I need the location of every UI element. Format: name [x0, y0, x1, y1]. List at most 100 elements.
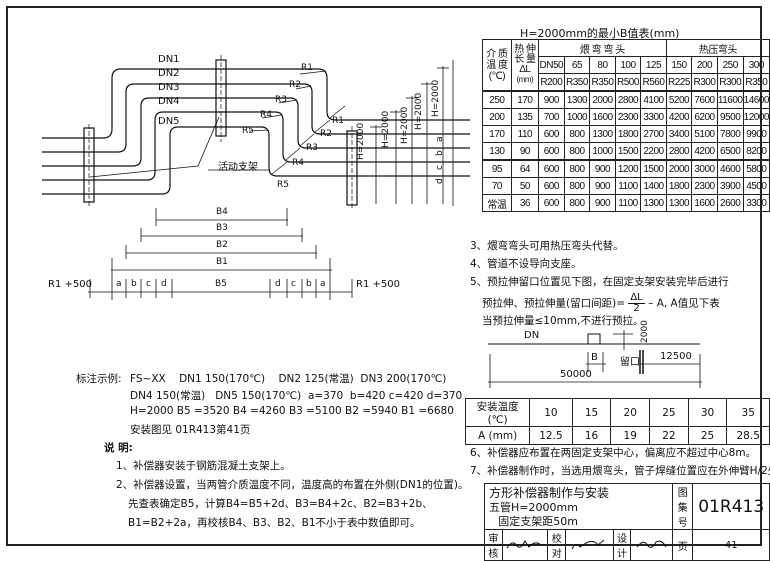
radius-header-cell: R350 [742, 73, 770, 92]
radius-header-cell: R300 [716, 73, 744, 92]
b-value-cell: 2300 [691, 177, 718, 195]
b-dimensions [88, 208, 353, 300]
temp-cell: 常温 [482, 194, 512, 212]
radius-header-cell: R300 [691, 73, 718, 92]
b-value-cell: 1100 [614, 177, 642, 195]
right-dim-c: c [435, 165, 445, 170]
bottom-dim-c-left: c [146, 279, 151, 289]
example-b5: B5 =3520 [176, 405, 230, 417]
header-medium-temp: 介 质 温 度 (℃) [482, 39, 512, 92]
example-b3: B3 =5100 [288, 405, 342, 417]
example-line-4: 安装图见 01R413第41页 [130, 424, 251, 436]
prestretch-diagram [488, 330, 702, 388]
a-table-temp-cell: 30 [687, 398, 728, 427]
example-dn1: DN1 150(170℃) [179, 373, 266, 385]
example-line-2: DN4 150(常温) DN5 150(170℃) a=370 b=420 c=… [130, 388, 462, 403]
check-label: 校对 [547, 529, 567, 561]
drawing-frame [6, 6, 762, 546]
page-number: 41 [692, 529, 770, 561]
radius-header-cell: R560 [640, 73, 667, 92]
r1-plus-500-right: R1 +500 [356, 279, 400, 290]
b-value-cell: 2300 [614, 108, 642, 126]
dn-header-cell: DN50 [537, 56, 565, 74]
dn-header-cell: 300 [742, 56, 770, 74]
note-2-line-1: 2、补偿器设置，当两管介质温度不同，温度高的布置在外侧(DN1的位置)。 [116, 479, 469, 491]
dim-b1: B1 [216, 257, 228, 267]
dim-b4: B4 [216, 207, 228, 217]
movable-support-label: 活动支架 [218, 162, 258, 173]
radius-header-cell: R500 [614, 73, 642, 92]
b-value-cell: 5800 [742, 159, 770, 178]
header-expansion-line-4: (mm) [516, 75, 534, 84]
header-expansion: 热 伸 长 量 ΔL (mm) [510, 39, 539, 92]
title-sub-1: 五管H=2000mm [489, 501, 578, 514]
note-5-line-2-tail: – A, A值见下表 [648, 297, 720, 310]
example-c: c=420 [388, 390, 424, 402]
atlas-number: 01R413 [692, 483, 770, 530]
a-table-value-cell: 28.5 [726, 426, 770, 445]
dim-b3: B3 [216, 223, 228, 233]
radius-label-r1-upper: R1 [301, 63, 313, 73]
b-value-cell: 2000 [665, 159, 693, 178]
b-value-cell: 1300 [665, 194, 693, 212]
b-value-table: 介 质 温 度 (℃) 热 伸 长 量 ΔL (mm) 煨 弯 弯 头 热压弯头… [482, 39, 770, 212]
example-line-3: H=2000 B5 =3520 B4 =4260 B3 =5100 B2 =59… [130, 405, 454, 417]
b-value-cell: 1300 [563, 90, 591, 109]
bottom-dim-b5: B5 [215, 279, 227, 289]
page-label: 页 [671, 529, 694, 561]
pipe-dn3 [42, 97, 470, 167]
expansion-cell: 90 [510, 142, 539, 161]
radius-label-r4-upper: R4 [260, 110, 272, 120]
example-a: a=370 [307, 390, 344, 402]
b-value-cell: 900 [589, 159, 616, 178]
b-value-cell: 800 [563, 177, 591, 195]
height-label-3: H=2000 [400, 106, 410, 144]
b-value-cell: 600 [537, 194, 565, 212]
header-expansion-line-1: 热 伸 [514, 44, 536, 55]
a-table-temp-cell: 25 [649, 398, 689, 427]
expansion-cell: 36 [510, 194, 539, 212]
pipe-loops [42, 68, 470, 195]
b-value-cell: 600 [537, 159, 565, 178]
a-table-value-cell: 16 [571, 426, 612, 445]
b-table-header-row-1: 介 质 温 度 (℃) 热 伸 长 量 ΔL (mm) 煨 弯 弯 头 热压弯头 [482, 39, 770, 92]
prestretch-total-length: 50000 [560, 369, 592, 380]
pipe-label-dn4: DN4 [158, 96, 180, 107]
example-d: d=370 [426, 390, 463, 402]
a-table-value-cell: 22 [649, 426, 689, 445]
design-label: 设计 [612, 529, 632, 561]
a-table-temp-cell: 15 [571, 398, 612, 427]
example-b2: B2 =5940 [345, 405, 398, 417]
b-value-cell: 2800 [665, 142, 693, 161]
note-5-line-2-text: 预拉伸、预拉伸量(留口间距)= [482, 297, 625, 310]
expansion-cell: 110 [510, 125, 539, 143]
bottom-dim-a-right: a [320, 279, 326, 289]
b-value-cell: 3300 [742, 194, 770, 212]
review-signature [501, 529, 549, 561]
title-sub-2: 固定支架距50m [498, 515, 578, 528]
b-value-cell: 5200 [665, 90, 693, 109]
note-3: 3、煨弯弯头可用热压弯头代替。 [470, 240, 624, 252]
b-value-cell: 6200 [691, 108, 718, 126]
b-value-cell: 3900 [716, 177, 744, 195]
note-7: 7、补偿器制作时，当选用煨弯头，管子焊缝位置应在外伸臂H/2处。 [470, 465, 770, 477]
header-expansion-line-2: 长 量 [514, 54, 536, 65]
note-1: 1、补偿器安装于钢筋混凝土支架上。 [116, 460, 291, 472]
pipe-label-dn3: DN3 [158, 82, 180, 93]
dn-header-cell: 65 [563, 56, 591, 74]
example-fs: FS~XX [130, 373, 166, 385]
temp-cell: 70 [482, 177, 512, 195]
height-dimensions [370, 60, 460, 206]
expansion-cell: 64 [510, 159, 539, 178]
atlas-label: 图集号 [671, 483, 694, 530]
b-value-cell: 1100 [614, 194, 642, 212]
b-value-cell: 5100 [691, 125, 718, 143]
note-5-line-1: 5、预拉伸留口位置见下图，在固定支架安装完毕后进行 [470, 276, 729, 288]
group-bent-elbow: 煨 弯 弯 头 [537, 39, 667, 57]
b-value-cell: 8200 [742, 142, 770, 161]
